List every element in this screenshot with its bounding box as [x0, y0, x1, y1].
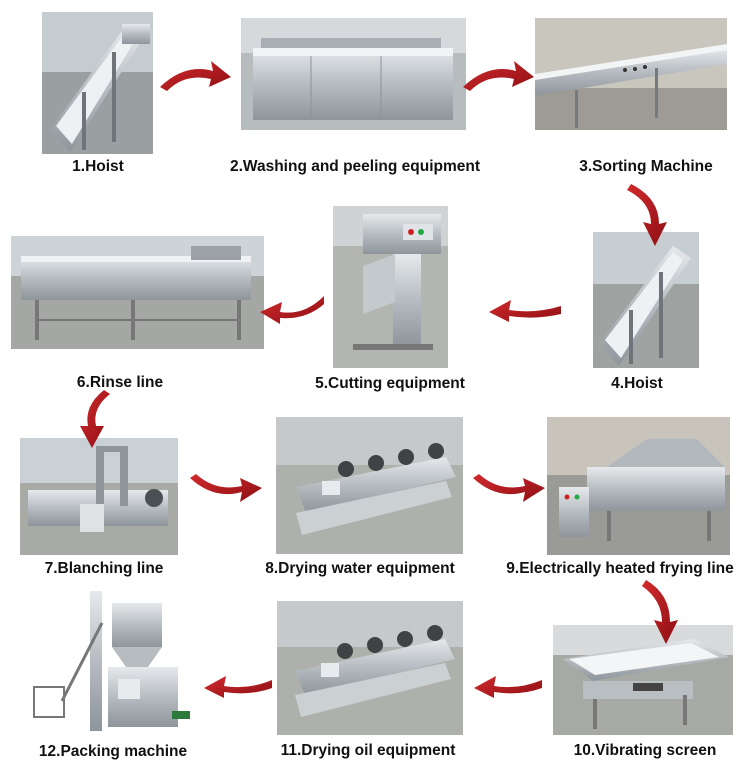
arrow-4-to-5	[489, 300, 561, 322]
arrow-2-to-3	[463, 61, 534, 91]
step-10-label: 10.Vibrating screen	[573, 742, 717, 759]
step-8-label: 8.Drying water equipment	[265, 560, 455, 577]
step-4-label: 4.Hoist	[611, 375, 663, 392]
arrow-6-to-7	[80, 390, 110, 448]
drying-oil-photo	[277, 601, 463, 735]
arrow-8-to-9	[473, 474, 545, 502]
vibrating-screen-photo	[553, 625, 733, 735]
step-3-label: 3.Sorting Machine	[579, 158, 713, 175]
step-11-label: 11.Drying oil equipment	[280, 742, 456, 759]
arrow-11-to-12	[204, 676, 272, 698]
blanching-line-photo	[20, 438, 178, 555]
sorting-machine-photo	[535, 18, 727, 130]
cutting-equipment-photo	[333, 206, 448, 368]
step-1-label: 1.Hoist	[72, 158, 124, 175]
hoist-4-photo	[593, 232, 699, 368]
arrow-3-to-4	[627, 184, 667, 246]
step-12-label: 12.Packing machine	[38, 743, 188, 760]
arrow-5-to-6	[260, 296, 324, 324]
step-5-label: 5.Cutting equipment	[315, 375, 465, 392]
arrow-7-to-8	[190, 474, 262, 502]
washing-peeling-photo	[241, 18, 466, 130]
drying-water-photo	[276, 417, 463, 554]
arrow-9-to-10	[642, 580, 678, 644]
arrow-1-to-2	[160, 61, 231, 91]
step-2-label: 2.Washing and peeling equipment	[229, 158, 481, 175]
frying-line-photo	[547, 417, 730, 555]
step-6-label: 6.Rinse line	[76, 374, 164, 391]
step-9-label: 9.Electrically heated frying line	[506, 560, 734, 577]
arrow-10-to-11	[474, 676, 542, 698]
rinse-line-photo	[11, 236, 264, 349]
step-7-label: 7.Blanching line	[44, 560, 164, 577]
hoist-1-photo	[42, 12, 153, 154]
packing-machine-photo	[22, 583, 192, 737]
